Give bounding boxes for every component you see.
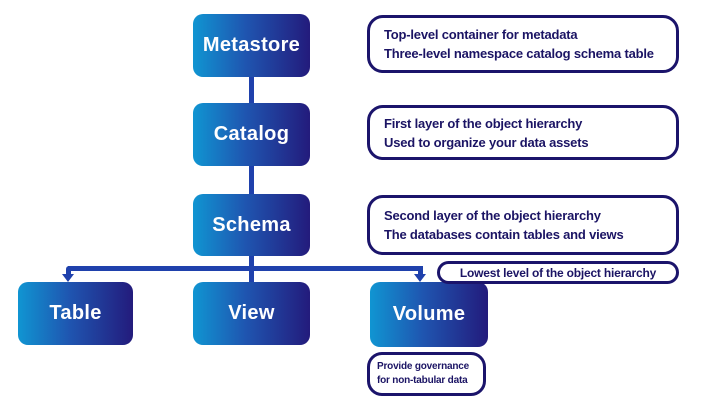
node-table: Table [18, 282, 133, 345]
node-catalog: Catalog [193, 103, 310, 166]
note-schema: Second layer of the object hierarchy The… [367, 195, 679, 255]
node-volume: Volume [370, 282, 488, 347]
arrow-down-icon [62, 274, 74, 282]
node-label: Table [49, 302, 102, 324]
note-metastore: Top-level container for metadata Three-l… [367, 15, 679, 73]
note-catalog: First layer of the object hierarchy Used… [367, 105, 679, 160]
note-line: Provide governance [377, 361, 469, 372]
node-label: Catalog [213, 123, 290, 145]
node-label: Schema [212, 213, 291, 236]
note-volume: Provide governance for non-tabular data [367, 352, 486, 396]
note-line: Top-level container for metadata [384, 27, 578, 42]
note-line: The databases contain tables and views [384, 227, 624, 242]
note-line: First layer of the object hierarchy [384, 115, 583, 131]
node-label: Metastore [202, 34, 301, 56]
connector-elbow-right [418, 266, 423, 276]
connector-catalog-schema [249, 166, 254, 194]
connector-branch-horizontal [68, 266, 423, 271]
arrow-down-icon [414, 274, 426, 282]
node-metastore: Metastore [193, 14, 310, 77]
connector-elbow-left [66, 266, 71, 276]
connector-metastore-catalog [249, 77, 254, 103]
note-line: Used to organize your data assets [384, 134, 589, 150]
node-label: Volume [392, 303, 466, 325]
note-line: for non-tabular data [377, 375, 468, 386]
note-line: Second layer of the object hierarchy [384, 208, 601, 223]
note-lowest-level: Lowest level of the object hierarchy [437, 261, 679, 284]
node-label: View [228, 302, 275, 324]
note-line: Three-level namespace catalog schema tab… [384, 46, 654, 61]
node-view: View [193, 282, 310, 345]
note-line: Lowest level of the object hierarchy [459, 265, 657, 280]
node-schema: Schema [193, 194, 310, 256]
